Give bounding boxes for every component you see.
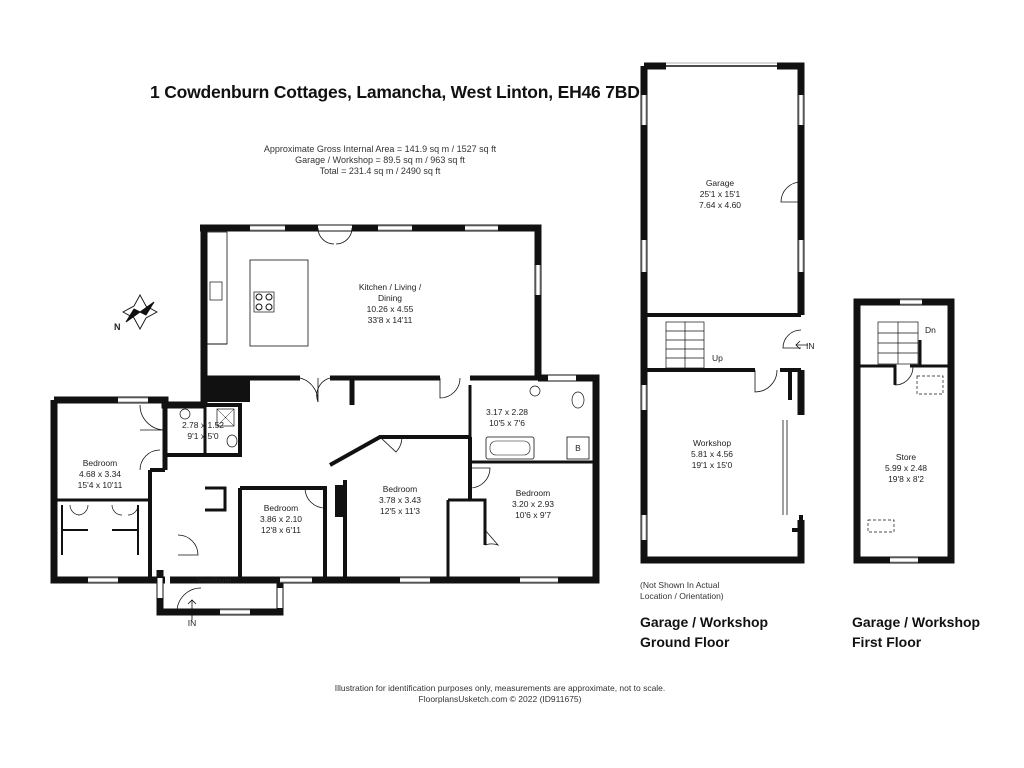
copyright-line: FloorplansUsketch.com © 2022 (ID911675) [418,694,582,704]
title-line: Ground Floor [640,634,730,650]
wall [329,435,470,467]
title-line: Garage / Workshop [852,614,981,630]
wall [448,498,487,545]
wall [205,486,227,512]
area-line: Total = 231.4 sq m / 2490 sq ft [319,166,441,176]
room-metric: 10.26 x 4.55 [367,304,414,314]
room-imperial: 12'8 x 6'11 [261,525,301,535]
bath [485,436,535,460]
room-label-kitchen: Kitchen / Living / Dining 10.26 x 4.55 3… [359,282,422,325]
room-name: Bedroom [264,503,299,513]
room-imperial: 33'8 x 14'11 [368,315,413,325]
wall [853,298,955,564]
toilet [571,391,585,409]
room-name: Garage [706,178,735,188]
room-label-bedroom-1: Bedroom 4.68 x 3.34 15'4 x 10'11 [78,458,123,490]
room-metric: 2.78 x 1.52 [182,420,224,430]
stairs-up-label: Up [712,353,723,363]
room-label-shower-room: 2.78 x 1.52 9'1 x 5'0 [182,420,224,441]
room-name: Workshop [693,438,731,448]
sink [209,281,223,301]
room-metric: 5.81 x 4.56 [691,449,733,459]
shower [216,408,235,427]
room-imperial: 10'5 x 7'6 [489,418,525,428]
room-name: Bedroom [516,488,551,498]
wall [200,224,542,378]
note-line: (Not Shown In Actual [640,580,720,590]
garage-first-floor-title: Garage / Workshop First Floor [852,612,980,652]
note-line: Location / Orientation) [640,591,724,601]
room-label-bedroom-2: Bedroom 3.86 x 2.10 12'8 x 6'11 [260,503,302,535]
room-name: Store [896,452,917,462]
room-name: Bedroom [83,458,118,468]
room-imperial: 15'4 x 10'11 [78,480,123,490]
chimney [204,378,250,402]
room-metric: 7.64 x 4.60 [699,200,741,210]
orientation-note: (Not Shown In Actual Location / Orientat… [640,580,724,602]
room-imperial: 12'5 x 11'3 [380,506,420,516]
room-name: Dining [378,293,402,303]
room-metric: 3.78 x 3.43 [379,495,421,505]
room-label-store: Store 5.99 x 2.48 19'8 x 8'2 [885,452,927,484]
room-imperial: 19'1 x 15'0 [692,460,733,470]
garage-entry-label: IN [806,341,815,351]
room-name: Kitchen / Living / [359,282,422,292]
room-metric: 5.99 x 2.48 [885,463,927,473]
room-name: Bedroom [383,484,418,494]
room-metric: 3.86 x 2.10 [260,514,302,524]
room-imperial: 9'1 x 5'0 [187,431,218,441]
boiler-label: B [575,443,581,453]
wall [857,364,951,385]
stairs-down-label: Dn [925,325,936,335]
title-line: First Floor [852,634,922,650]
room-imperial: 19'8 x 8'2 [888,474,924,484]
title-line: Garage / Workshop [640,614,769,630]
room-metric: 3.20 x 2.93 [512,499,554,509]
area-line: Garage / Workshop = 89.5 sq m / 963 sq f… [295,155,465,165]
room-imperial: 10'6 x 9'7 [515,510,551,520]
property-address: 1 Cowdenburn Cottages, Lamancha, West Li… [150,82,640,102]
area-line: Approximate Gross Internal Area = 141.9 … [263,144,497,154]
room-label-workshop: Workshop 5.81 x 4.56 19'1 x 15'0 [691,438,733,470]
wall [170,374,600,584]
wall [165,403,242,457]
kitchen-island [249,259,309,347]
hob [253,291,275,313]
room-label-bedroom-4: Bedroom 3.20 x 2.93 10'6 x 9'7 [512,488,554,520]
room-metric: 3.17 x 2.28 [486,407,528,417]
boiler [566,436,590,460]
room-label-vestibule: Vestibule [197,575,232,585]
main-entry-label: IN [188,618,197,628]
footer-disclaimer: Illustration for identification purposes… [300,683,700,705]
room-label-garage: Garage 25'1 x 15'1 7.64 x 4.60 [699,178,741,210]
garage-ground-floor-title: Garage / Workshop Ground Floor [640,612,768,652]
room-label-bathroom: 3.17 x 2.28 10'5 x 7'6 [486,407,528,428]
area-summary: Approximate Gross Internal Area = 141.9 … [200,144,560,177]
compass-label: N [114,322,121,332]
wall [777,62,805,315]
room-metric: 4.68 x 3.34 [79,469,121,479]
disclaimer-line: Illustration for identification purposes… [334,683,666,693]
wall [50,400,165,584]
room-imperial: 25'1 x 15'1 [700,189,741,199]
basin [179,408,191,420]
compass-icon [122,294,158,330]
room-label-bedroom-3: Bedroom 3.78 x 3.43 12'5 x 11'3 [379,484,421,516]
basin [529,385,541,397]
